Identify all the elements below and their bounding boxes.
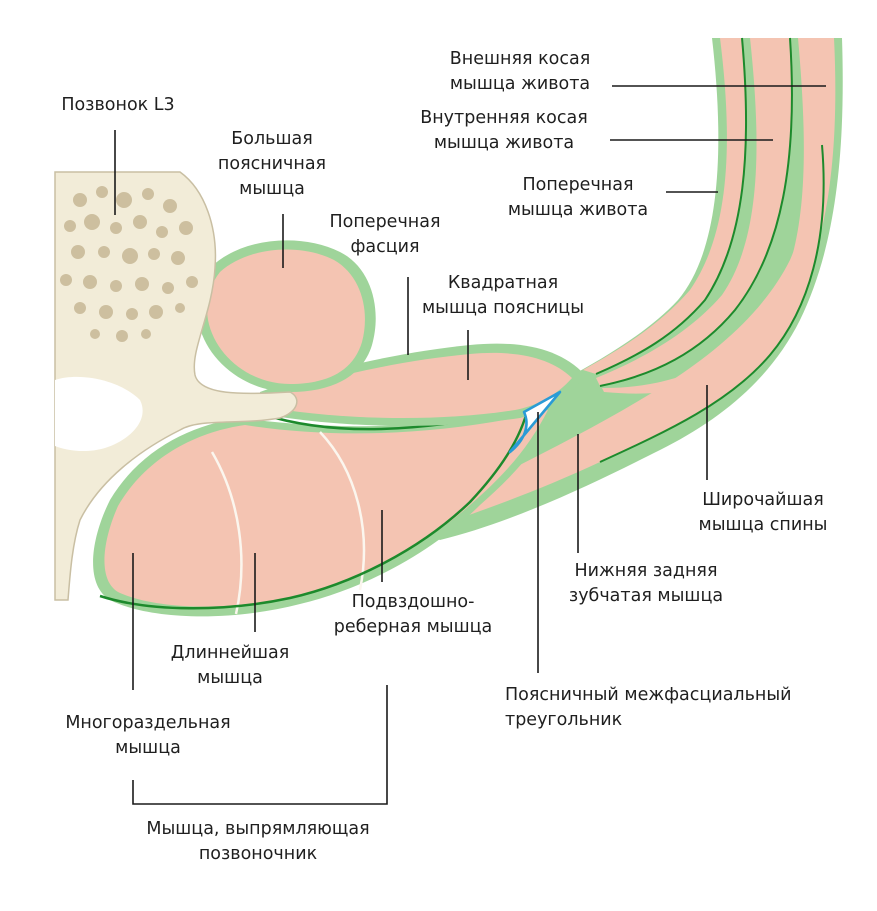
label-quadratus-lumborum: Квадратная мышца поясницы <box>422 273 584 318</box>
erector-spinae-group <box>93 400 560 617</box>
label-transversalis-fascia-line-2: фасция <box>350 237 419 257</box>
label-psoas-major-line-2: поясничная <box>218 154 326 174</box>
label-external-oblique-line-1: Внешняя косая <box>450 49 590 69</box>
quadratus-lumborum <box>260 343 585 426</box>
label-multifidus: Многораздельная мышца <box>65 713 230 758</box>
label-longissimus: Длиннейшая мышца <box>171 643 290 688</box>
abdominal-wall <box>380 37 843 540</box>
label-erector-spinae: Мышца, выпрямляющая позвоночник <box>146 819 369 864</box>
label-transversus-abdominis-line-1: Поперечная <box>523 175 634 195</box>
label-lumbar-interfascial-triangle-line-2: треугольник <box>505 710 622 730</box>
label-lumbar-interfascial-triangle-line-1: Поясничный межфасциальный <box>505 685 792 705</box>
label-vertebra-l3: Позвонок L3 <box>61 95 174 115</box>
label-vertebra-l3-line-1: Позвонок L3 <box>61 95 174 115</box>
quadratus-lumborum-muscle <box>272 352 572 419</box>
label-erector-spinae-line-2: позвоночник <box>199 844 317 864</box>
erector-spinae-bracket <box>132 685 388 805</box>
label-transversus-abdominis-line-2: мышца живота <box>508 200 648 220</box>
label-multifidus-line-2: мышца <box>115 738 181 758</box>
label-longissimus-line-1: Длиннейшая <box>171 643 290 663</box>
vertebral-canal <box>55 376 143 452</box>
label-external-oblique: Внешняя косая мышца живота <box>450 49 590 94</box>
label-internal-oblique-line-2: мышца живота <box>434 133 574 153</box>
label-psoas-major-line-3: мышца <box>239 179 305 199</box>
leader-lines <box>114 85 826 805</box>
label-quadratus-lumborum-line-1: Квадратная <box>448 273 558 293</box>
label-serratus-posterior-inferior-line-2: зубчатая мышца <box>569 586 723 606</box>
label-lumbar-interfascial-triangle: Поясничный межфасциальный треугольник <box>505 685 792 730</box>
label-latissimus-dorsi-line-2: мышца спины <box>699 515 828 535</box>
latissimus-dorsi-muscle <box>430 145 824 528</box>
label-quadratus-lumborum-line-2: мышца поясницы <box>422 298 584 318</box>
label-internal-oblique: Внутренняя косая мышца живота <box>420 108 588 153</box>
psoas-major-muscle <box>207 249 365 384</box>
label-longissimus-line-2: мышца <box>197 668 263 688</box>
layer-lines <box>595 37 825 463</box>
label-internal-oblique-line-1: Внутренняя косая <box>420 108 588 128</box>
lumbar-interfascial-triangle-shape <box>508 390 562 454</box>
cancellous-bone-pores <box>60 186 198 342</box>
label-multifidus-line-1: Многораздельная <box>65 713 230 733</box>
label-transversalis-fascia: Поперечная фасция <box>330 212 441 257</box>
label-latissimus-dorsi-line-1: Широчайшая <box>702 490 824 510</box>
label-external-oblique-line-2: мышца живота <box>450 74 590 94</box>
label-transversalis-fascia-line-1: Поперечная <box>330 212 441 232</box>
label-latissimus-dorsi: Широчайшая мышца спины <box>699 490 828 535</box>
label-psoas-major-line-1: Большая <box>231 129 312 149</box>
label-transversus-abdominis: Поперечная мышца живота <box>508 175 648 220</box>
psoas-major <box>196 240 376 392</box>
label-serratus-posterior-inferior: Нижняя задняя зубчатая мышца <box>569 561 723 606</box>
muscle-divider-lines <box>210 431 366 615</box>
vertebra-bone <box>54 171 298 601</box>
label-serratus-posterior-inferior-line-1: Нижняя задняя <box>575 561 718 581</box>
label-iliocostalis: Подвздошно-реберная мышца <box>334 592 492 637</box>
vertebra-l3 <box>54 171 298 601</box>
external-oblique-muscle <box>583 38 747 374</box>
label-psoas-major: Большая поясничная мышца <box>218 129 326 199</box>
label-iliocostalis-line-1: Подвздошно- <box>352 592 475 612</box>
thoracolumbar-fascia-line <box>99 406 530 610</box>
labels: Позвонок L3 Большая поясничная мышца Попер… <box>61 49 827 864</box>
label-iliocostalis-line-2: реберная мышца <box>334 617 492 637</box>
label-erector-spinae-line-1: Мышца, выпрямляющая <box>146 819 369 839</box>
